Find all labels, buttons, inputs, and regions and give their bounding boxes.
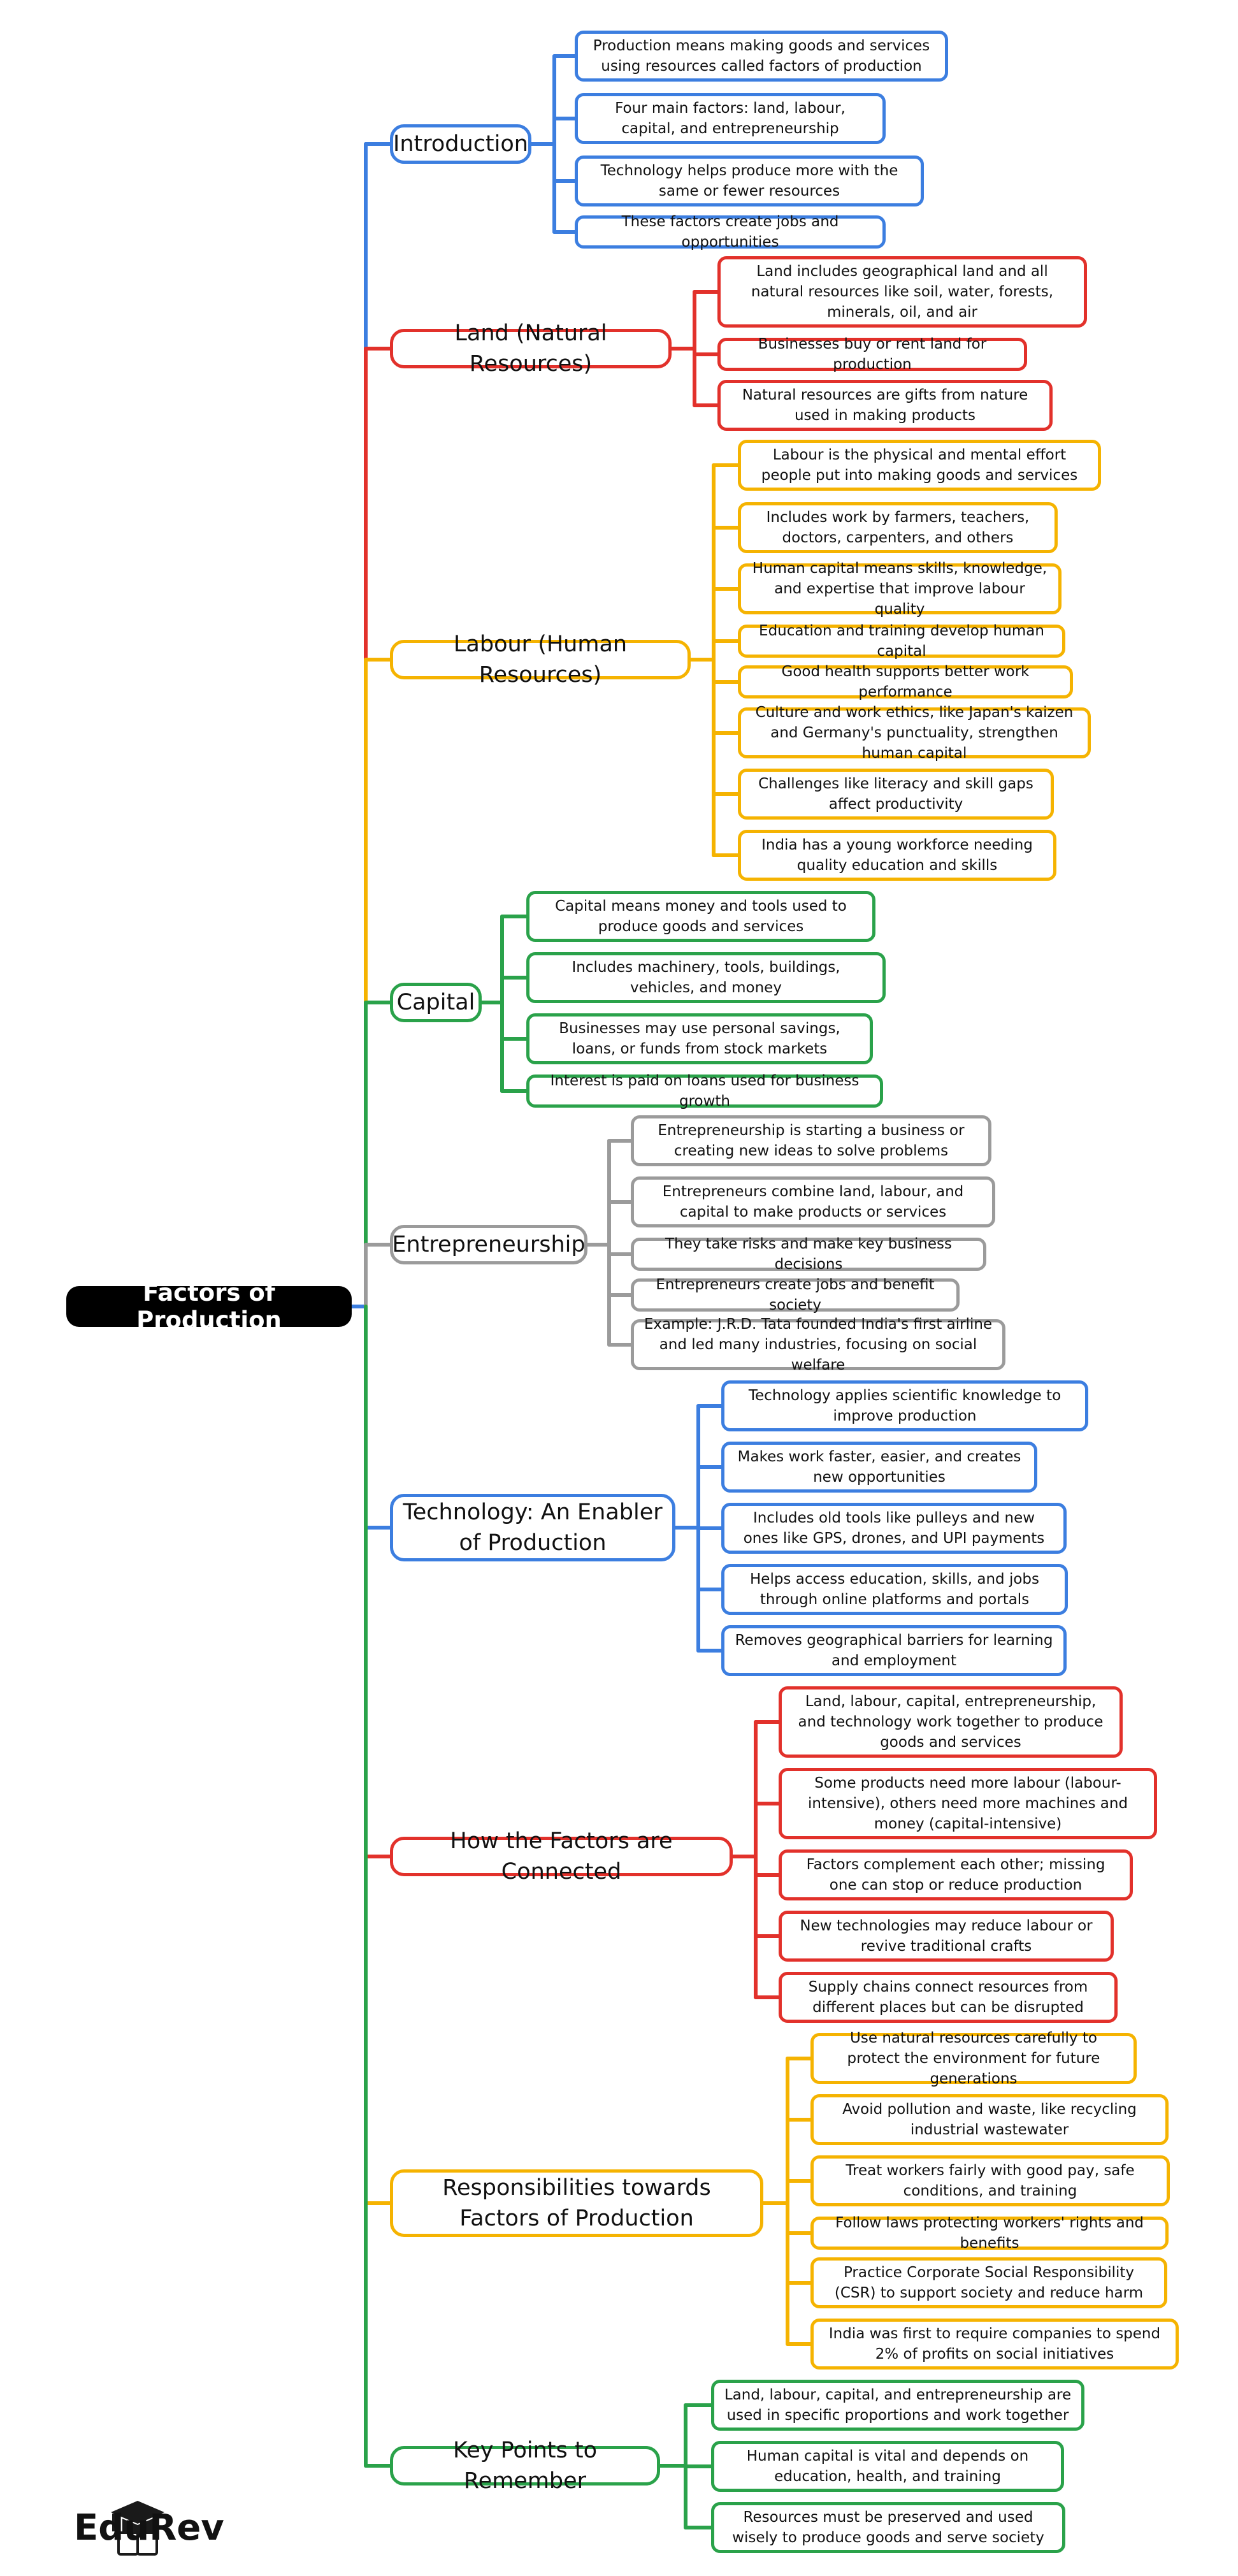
branch-node: Capital — [390, 983, 482, 1022]
branch-node: How the Factors are Connected — [390, 1828, 733, 1885]
leaf-node: Factors complement each other; missing o… — [779, 1849, 1133, 1900]
leaf-node: Avoid pollution and waste, like recyclin… — [810, 2094, 1169, 2145]
leaf-node: Treat workers fairly with good pay, safe… — [810, 2155, 1170, 2206]
leaf-node: India was first to require companies to … — [810, 2319, 1179, 2370]
leaf-node: Entrepreneurship is starting a business … — [631, 1115, 991, 1166]
leaf-node: Practice Corporate Social Responsibility… — [810, 2257, 1167, 2308]
branch-node: Land (Natural Resources) — [390, 321, 672, 377]
leaf-node: Labour is the physical and mental effort… — [738, 440, 1101, 491]
leaf-node: Human capital means skills, knowledge, a… — [738, 560, 1062, 618]
leaf-node: Technology applies scientific knowledge … — [721, 1380, 1088, 1431]
leaf-node: Includes work by farmers, teachers, doct… — [738, 502, 1058, 553]
leaf-node: Challenges like literacy and skill gaps … — [738, 769, 1054, 820]
leaf-node: Resources must be preserved and used wis… — [711, 2502, 1065, 2553]
leaf-node: Land, labour, capital, entrepreneurship,… — [779, 1686, 1123, 1758]
leaf-node: Capital means money and tools used to pr… — [526, 891, 875, 942]
leaf-node: Human capital is vital and depends on ed… — [711, 2441, 1064, 2492]
leaf-node: Entrepreneurs create jobs and benefit so… — [631, 1277, 960, 1313]
branch-node: Technology: An Enabler of Production — [390, 1494, 675, 1561]
leaf-node: Removes geographical barriers for learni… — [721, 1625, 1067, 1676]
leaf-node: Production means making goods and servic… — [575, 31, 948, 82]
branch-node: Key Points to Remember — [390, 2438, 660, 2494]
leaf-node: Makes work faster, easier, and creates n… — [721, 1442, 1037, 1493]
leaf-node: Technology helps produce more with the s… — [575, 156, 924, 206]
leaf-node: Four main factors: land, labour, capital… — [575, 93, 886, 144]
leaf-node: Supply chains connect resources from dif… — [779, 1972, 1118, 2023]
brand-name: EduRev — [74, 2507, 224, 2549]
leaf-node: They take risks and make key business de… — [631, 1236, 986, 1273]
leaf-node: Natural resources are gifts from nature … — [717, 380, 1053, 431]
leaf-node: Entrepreneurs combine land, labour, and … — [631, 1176, 995, 1227]
leaf-node: Education and training develop human cap… — [738, 623, 1065, 660]
leaf-node: Land, labour, capital, and entrepreneurs… — [711, 2380, 1084, 2431]
leaf-node: Helps access education, skills, and jobs… — [721, 1564, 1068, 1615]
leaf-node: Good health supports better work perform… — [738, 663, 1073, 700]
branch-node: Introduction — [390, 124, 531, 164]
leaf-node: Includes machinery, tools, buildings, ve… — [526, 952, 886, 1003]
graduation-cap-icon — [111, 2501, 164, 2556]
leaf-node: New technologies may reduce labour or re… — [779, 1911, 1114, 1962]
leaf-node: Businesses buy or rent land for producti… — [717, 336, 1027, 373]
leaf-node: These factors create jobs and opportunit… — [575, 213, 886, 250]
branch-node: Entrepreneurship — [390, 1225, 587, 1264]
leaf-node: Follow laws protecting workers' rights a… — [810, 2215, 1169, 2252]
leaf-node: Land includes geographical land and all … — [717, 256, 1087, 328]
leaf-node: Interest is paid on loans used for busin… — [526, 1073, 883, 1110]
leaf-node: Includes old tools like pulleys and new … — [721, 1503, 1067, 1554]
leaf-node: Some products need more labour (labour-i… — [779, 1768, 1157, 1839]
leaf-node: India has a young workforce needing qual… — [738, 830, 1056, 881]
leaf-node: Businesses may use personal savings, loa… — [526, 1013, 873, 1064]
leaf-node: Example: J.R.D. Tata founded India's fir… — [631, 1316, 1005, 1373]
branch-node: Labour (Human Resources) — [390, 632, 691, 688]
leaf-node: Use natural resources carefully to prote… — [810, 2030, 1137, 2087]
branch-node: Responsibilities towards Factors of Prod… — [390, 2169, 763, 2237]
leaf-node: Culture and work ethics, like Japan's ka… — [738, 704, 1091, 762]
root-node: Factors of Production — [66, 1279, 352, 1334]
